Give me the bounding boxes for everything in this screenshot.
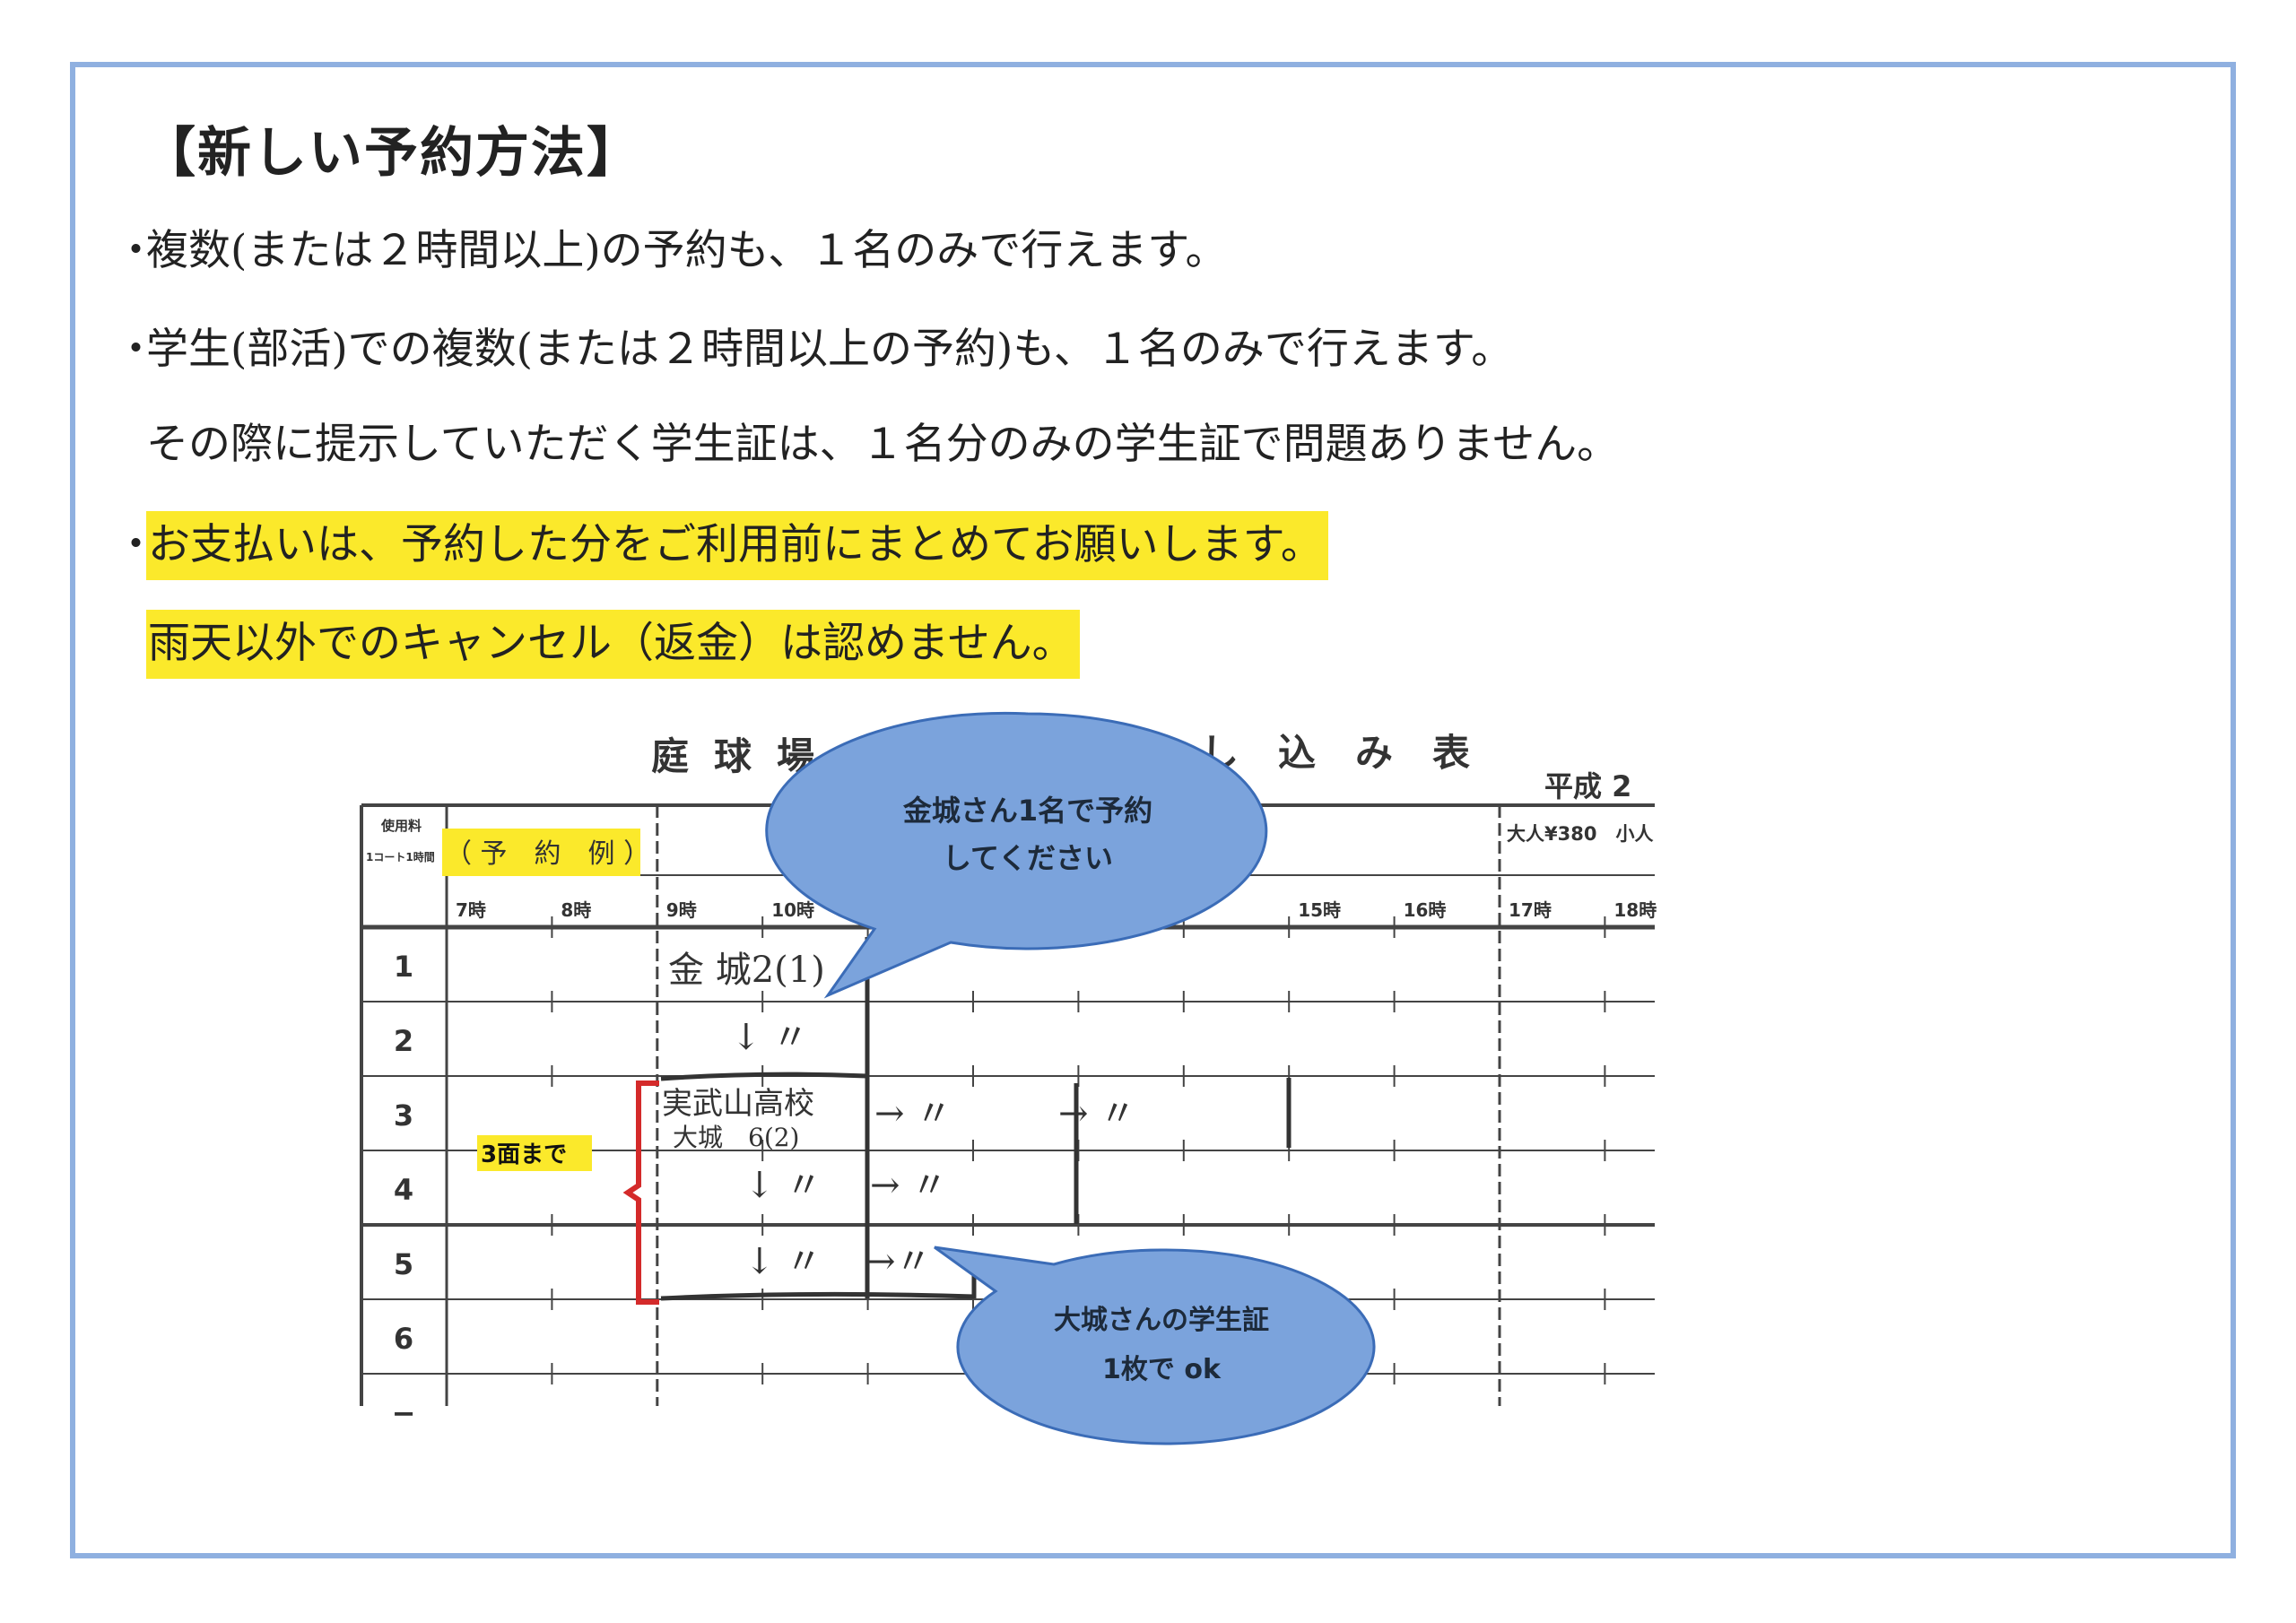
court-number: 5 (394, 1247, 413, 1281)
fee-label: 使用料 (380, 818, 422, 834)
bullet-marker: ・ (115, 226, 157, 275)
handwritten-ditto: ↓ 〃 (744, 1165, 822, 1206)
highlighted-text-cancel: 雨天以外でのキャンセル（返金）は認めません。 (146, 610, 1080, 679)
hour-label: 9時 (666, 899, 697, 921)
hour-label: 16時 (1404, 899, 1447, 921)
bullet-marker: ・ (115, 325, 157, 374)
handwritten-school: 実武山高校 (662, 1086, 814, 1122)
bullet-text-1: 複数(または２時間以上)の予約も、１名のみで行えます。 (146, 226, 1228, 275)
handwritten-arrow: → 〃 (1058, 1093, 1135, 1134)
fee-right: 大人¥380 小人 (1507, 823, 1653, 845)
example-label: （ 予 約 例 ） (445, 838, 650, 870)
court-number: 3 (394, 1098, 413, 1133)
hour-label: 8時 (561, 899, 591, 921)
example-highlight (442, 829, 640, 876)
handwritten-arrow: →〃 (865, 1241, 932, 1282)
hour-label: 17時 (1509, 899, 1552, 921)
range-label: 3面まで (481, 1141, 567, 1168)
page-frame (70, 62, 2236, 1558)
range-label-highlight (477, 1135, 592, 1171)
form-title-left: 庭球場 (651, 734, 839, 778)
fee-unit: 1コート1時間 (366, 850, 435, 864)
callout-1-line2: してください (943, 841, 1113, 875)
bullet-text-2-cont: その際に提示していただく学生証は、１名分のみの学生証で問題ありません。 (146, 420, 1620, 469)
page-title: 【新しい予約方法】 (142, 122, 642, 185)
callout-2-line2: 1枚で ok (1102, 1354, 1222, 1385)
court-number: 1 (394, 950, 413, 984)
court-number: 2 (394, 1024, 413, 1058)
form-era: 平成 2 (1544, 769, 1631, 803)
form-title-right: し込み表 (1201, 731, 1509, 775)
callout-2-line1: 大城さんの学生証 (1054, 1305, 1269, 1336)
hour-label: 7時 (456, 899, 486, 921)
handwritten-arrow: → 〃 (870, 1165, 947, 1206)
handwritten-kinjo: 金 城2(1) (668, 950, 825, 991)
red-bracket (622, 1081, 659, 1305)
hour-label: 18時 (1613, 899, 1657, 921)
handwritten-ditto: ↓ 〃 (744, 1241, 822, 1282)
court-number: − (392, 1396, 416, 1430)
callout-1-line1: 金城さん1名で予約 (902, 794, 1152, 828)
handwritten-oshiro: 大城 6(2) (673, 1123, 799, 1152)
callout-bubble-1 (765, 711, 1268, 999)
callout-bubble-2 (934, 1245, 1376, 1445)
hour-label: 10時 (771, 899, 814, 921)
highlighted-text-payment: お支払いは、予約した分をご利用前にまとめてお願いします。 (146, 511, 1328, 580)
handwritten-ditto: ↓ 〃 (731, 1017, 808, 1058)
court-number: 6 (394, 1322, 413, 1356)
handwritten-lines (660, 937, 1292, 1301)
hour-label: 15時 (1298, 899, 1341, 921)
bullet-text-2: 学生(部活)での複数(または２時間以上の予約)も、１名のみで行えます。 (146, 325, 1514, 374)
court-number: 4 (394, 1173, 413, 1207)
handwritten-arrow: → 〃 (874, 1093, 952, 1134)
